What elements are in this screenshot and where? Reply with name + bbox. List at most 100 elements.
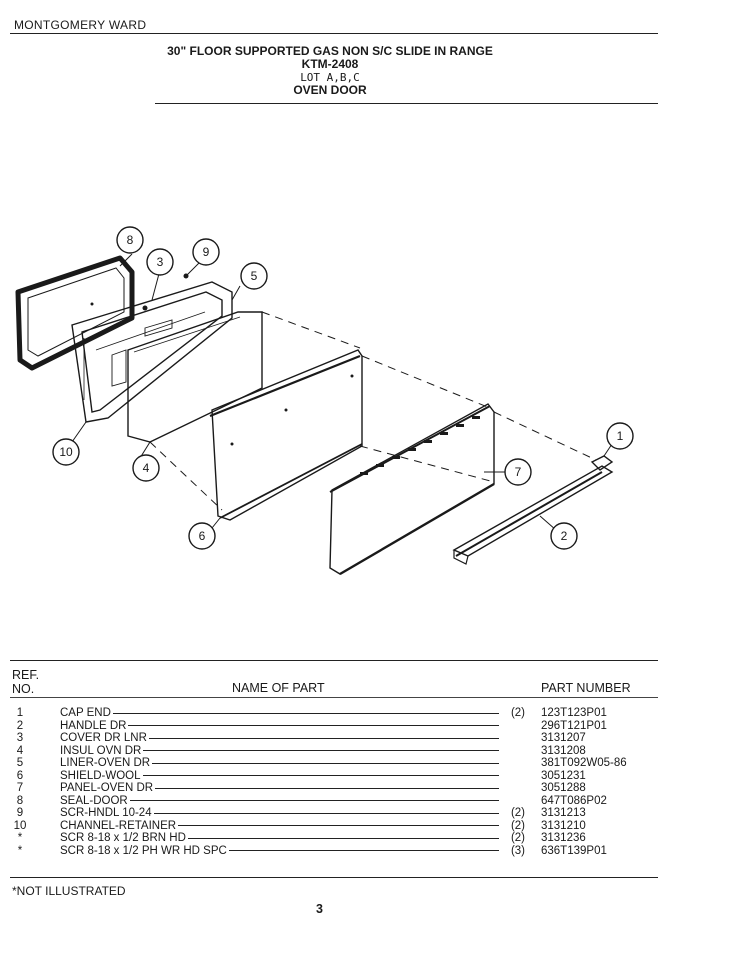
title-rule (155, 103, 658, 104)
section-title: OVEN DOOR (293, 83, 367, 97)
leader-line (153, 812, 499, 814)
leader-line (128, 725, 499, 727)
leader-line (129, 800, 499, 802)
table-row: 8 SEAL-DOOR 647T086P02 (0, 795, 750, 808)
callout-8-circle (116, 226, 144, 254)
quantity: (3) (510, 844, 525, 857)
part-name-cell: SEAL-DOOR (60, 795, 525, 808)
leader-line (142, 775, 499, 777)
part-number: 3131213 (541, 807, 586, 819)
callout-8-label: 8 (127, 233, 134, 247)
leader-line (143, 750, 499, 752)
part-name-cell: PANEL-OVEN DR (60, 782, 525, 795)
leader-line (155, 787, 499, 789)
shield-wool-part (209, 349, 363, 521)
product-title: 30" FLOOR SUPPORTED GAS NON S/C SLIDE IN… (167, 44, 493, 58)
part-number-column-header: PART NUMBER (541, 681, 631, 695)
part-name: SCR-HNDL 10-24 (60, 807, 152, 819)
part-name-cell: COVER DR LNR (60, 732, 525, 745)
part-name-cell: CHANNEL-RETAINER(2) (60, 820, 525, 833)
callout-3-circle (146, 248, 174, 276)
ref-number: * (17, 832, 23, 844)
ref-number: 7 (16, 782, 24, 794)
exploded-diagram: 1 2 3 4 5 6 7 8 9 10 (15, 226, 634, 576)
part-name-cell: CAP END (2) (60, 707, 525, 720)
part-number: 647T086P02 (541, 794, 607, 807)
part-name-cell: SHIELD-WOOL (60, 770, 525, 783)
callout-9-label: 9 (203, 245, 210, 259)
table-bottom-rule (10, 877, 658, 878)
lot-line: LOT A,B,C (300, 71, 360, 84)
callout-10-label: 10 (59, 445, 73, 459)
part-number: 381T092W05-86 (541, 757, 627, 769)
ref-number: 8 (16, 794, 24, 807)
brand-name: MONTGOMERY WARD (14, 18, 147, 32)
part-number: 3131208 (541, 744, 586, 757)
callout-5-label: 5 (251, 269, 258, 283)
table-row: 2 HANDLE DR 296T121P01 (0, 720, 750, 733)
part-number: 636T139P01 (541, 844, 607, 857)
footnote: *NOT ILLUSTRATED (12, 884, 126, 898)
ref-column-header: REF. NO. (12, 668, 39, 696)
quantity: (2) (510, 807, 525, 819)
part-name-cell: SCR-HNDL 10-24 (2) (60, 807, 525, 820)
part-name-cell: SCR 8-18 x 1/2 BRN HD(2) (60, 832, 525, 845)
part-name: SHIELD-WOOL (60, 769, 141, 782)
leader-line (178, 825, 499, 827)
part-name: CAP END (60, 707, 111, 719)
table-row: 4 INSUL OVN DR 3131208 (0, 745, 750, 758)
ref-number: 6 (16, 769, 24, 782)
callout-7-label: 7 (515, 465, 522, 479)
callout-3-label: 3 (157, 255, 164, 269)
callout-2-circle (550, 522, 578, 550)
part-name: SEAL-DOOR (60, 794, 128, 807)
part-name: SCR 8-18 x 1/2 BRN HD (60, 832, 186, 844)
cap-end-part (590, 455, 614, 471)
top-rule (10, 33, 658, 34)
callout-6-label: 6 (199, 529, 206, 543)
part-number: 3131236 (541, 832, 586, 844)
table-top-rule (10, 660, 658, 661)
ref-number: 4 (16, 744, 24, 757)
part-name: INSUL OVN DR (60, 744, 142, 757)
leader-line (228, 850, 499, 852)
part-name-cell: SCR 8-18 x 1/2 PH WR HD SPC (3) (60, 845, 525, 858)
ref-header-line2: NO. (12, 682, 35, 696)
liner-frame-part (71, 281, 233, 423)
callout-4-circle (132, 454, 160, 482)
part-number: 3131210 (541, 819, 586, 832)
part-number: 3131207 (541, 732, 586, 744)
callout-9-circle (192, 238, 220, 266)
callout-2-label: 2 (561, 529, 568, 543)
quantity: (2) (510, 707, 525, 719)
table-row: 5 LINER-OVEN DR 381T092W05-86 (0, 757, 750, 770)
callout-1-circle (606, 422, 634, 450)
part-name: SCR 8-18 x 1/2 PH WR HD SPC (60, 844, 227, 857)
leader-line (187, 837, 499, 839)
table-row: * SCR 8-18 x 1/2 PH WR HD SPC (3) 636T139P0… (0, 845, 750, 858)
ref-number: 2 (16, 719, 24, 732)
callout-1-label: 1 (617, 429, 624, 443)
ref-number: * (17, 844, 23, 857)
leader-line (148, 737, 499, 739)
leader-line (112, 712, 499, 714)
callout-5-circle (240, 262, 268, 290)
ref-number: 5 (16, 757, 24, 769)
part-name: COVER DR LNR (60, 732, 147, 744)
part-name-cell: HANDLE DR (60, 720, 525, 733)
ref-number: 3 (16, 732, 24, 744)
quantity: (2) (510, 819, 525, 832)
callout-4-label: 4 (143, 461, 150, 475)
part-number: 296T121P01 (541, 719, 607, 732)
page-number: 3 (316, 902, 323, 916)
handle-door-part (452, 465, 614, 565)
part-name: PANEL-OVEN DR (60, 782, 154, 794)
part-name-cell: LINER-OVEN DR (60, 757, 525, 770)
ref-number: 1 (16, 707, 24, 719)
insul-oven-door-part (111, 311, 263, 443)
